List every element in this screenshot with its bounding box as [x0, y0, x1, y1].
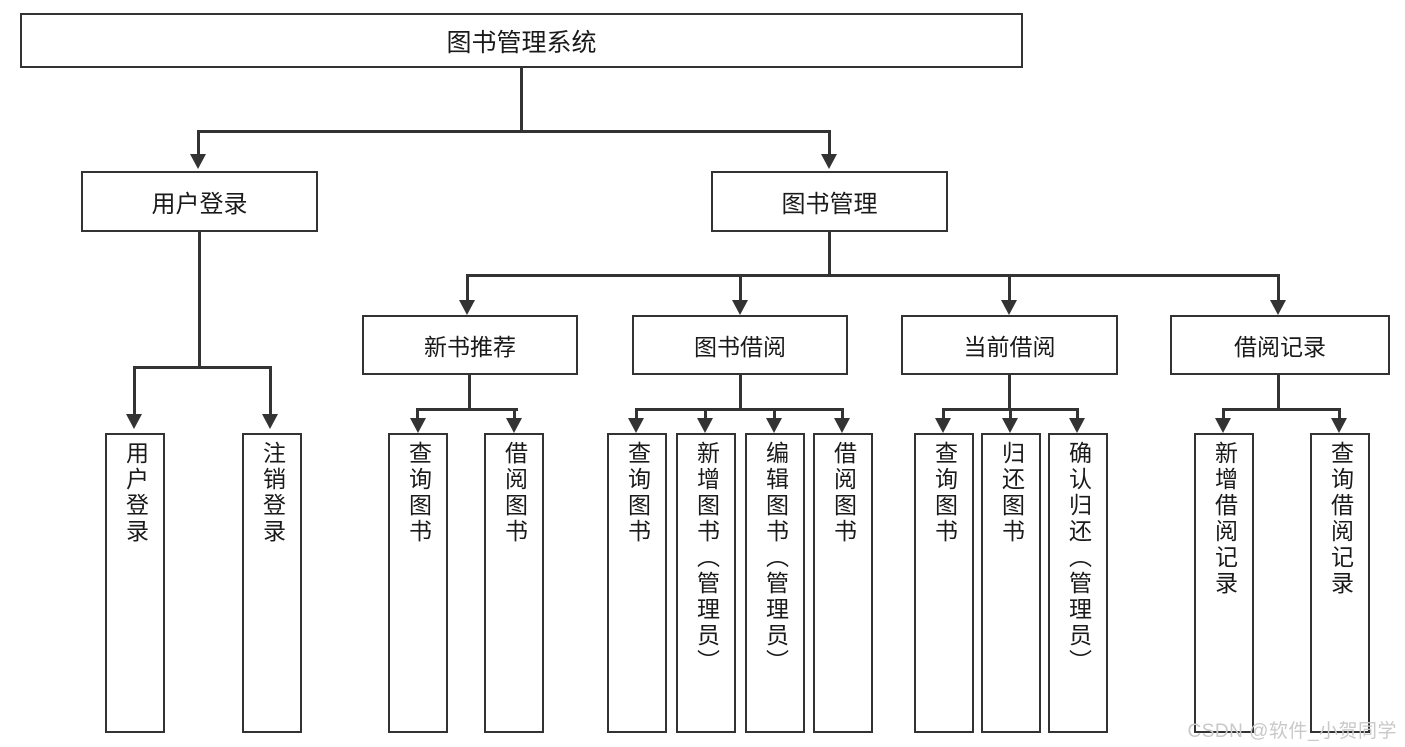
connector-book-borrow-bus — [635, 408, 843, 411]
node-label: 图书借阅 — [694, 334, 786, 360]
connector-root-bus — [197, 130, 831, 133]
arrow-root-to-book-management — [821, 154, 837, 169]
connector-root-to-user-login — [197, 130, 200, 156]
arrow-user-login-to-leaf-2 — [262, 414, 278, 429]
arrow-bb-to-leaf-1 — [628, 418, 644, 433]
arrow-root-to-user-login — [190, 154, 206, 169]
connector-bm-to-new-book — [466, 274, 469, 302]
connector-new-book-stem — [468, 375, 471, 408]
leaf-label: 借阅图书 — [830, 441, 857, 545]
connector-book-borrow-stem — [739, 375, 742, 408]
connector-user-login-bus — [133, 366, 271, 369]
arrow-bm-to-current-borrow — [1001, 300, 1017, 315]
connector-br-to-leaf-2 — [1338, 408, 1341, 420]
arrow-user-login-to-leaf-1 — [126, 414, 142, 429]
connector-user-login-to-leaf-2 — [269, 366, 272, 416]
connector-new-book-bus — [416, 408, 518, 411]
leaf-borrow-record-query-record[interactable]: 查询借阅记录 — [1310, 433, 1370, 733]
node-book-management[interactable]: 图书管理 — [711, 171, 948, 232]
leaf-current-borrow-return-books[interactable]: 归还图书 — [981, 433, 1041, 733]
leaf-label: 确认归还（管理员） — [1065, 441, 1092, 675]
leaf-label: 注销登录 — [259, 441, 286, 545]
arrow-bb-to-leaf-4 — [834, 418, 850, 433]
connector-new-book-to-leaf-1 — [416, 408, 419, 420]
node-borrow-record[interactable]: 借阅记录 — [1170, 315, 1390, 375]
node-label: 当前借阅 — [963, 334, 1056, 360]
leaf-logout[interactable]: 注销登录 — [242, 433, 302, 733]
leaf-label: 查询图书 — [624, 441, 651, 545]
connector-root-stem — [520, 68, 523, 130]
connector-bm-to-current-borrow — [1008, 274, 1011, 302]
leaf-label: 新增图书（管理员） — [693, 441, 720, 675]
connector-cb-to-leaf-3 — [1076, 408, 1079, 420]
node-book-borrow[interactable]: 图书借阅 — [632, 315, 848, 375]
connector-current-borrow-stem — [1008, 375, 1011, 408]
arrow-cb-to-leaf-2 — [1002, 418, 1018, 433]
connector-bb-to-leaf-4 — [841, 408, 844, 420]
node-root-book-management-system[interactable]: 图书管理系统 — [20, 13, 1023, 68]
leaf-label: 编辑图书（管理员） — [762, 441, 789, 675]
arrow-bb-to-leaf-2 — [697, 418, 713, 433]
connector-bb-to-leaf-1 — [635, 408, 638, 420]
arrow-cb-to-leaf-3 — [1069, 418, 1085, 433]
connector-cb-to-leaf-1 — [942, 408, 945, 420]
node-label: 新书推荐 — [424, 334, 516, 360]
arrow-bm-to-new-book — [459, 300, 475, 315]
leaf-new-book-query-books[interactable]: 查询图书 — [388, 433, 448, 733]
connector-br-to-leaf-1 — [1222, 408, 1225, 420]
connector-bm-to-borrow-record — [1277, 274, 1280, 302]
leaf-label: 借阅图书 — [501, 441, 528, 545]
connector-book-management-stem — [828, 232, 831, 274]
node-label: 图书管理系统 — [446, 28, 597, 57]
connector-bb-to-leaf-3 — [773, 408, 776, 420]
connector-bm-to-book-borrow — [739, 274, 742, 302]
node-user-login[interactable]: 用户登录 — [81, 171, 318, 232]
connector-user-login-stem — [198, 232, 201, 366]
connector-cb-to-leaf-2 — [1009, 408, 1012, 420]
connector-user-login-to-leaf-1 — [133, 366, 136, 416]
leaf-label: 查询借阅记录 — [1327, 441, 1354, 597]
leaf-user-login[interactable]: 用户登录 — [105, 433, 165, 733]
leaf-book-borrow-borrow-books[interactable]: 借阅图书 — [813, 433, 873, 733]
node-label: 图书管理 — [781, 191, 878, 218]
arrow-cb-to-leaf-1 — [935, 418, 951, 433]
leaf-book-borrow-add-book-admin[interactable]: 新增图书（管理员） — [676, 433, 736, 733]
connector-borrow-record-bus — [1222, 408, 1340, 411]
leaf-label: 查询图书 — [405, 441, 432, 545]
leaf-current-borrow-confirm-return-admin[interactable]: 确认归还（管理员） — [1048, 433, 1108, 733]
leaf-label: 用户登录 — [122, 441, 149, 545]
leaf-book-borrow-query-books[interactable]: 查询图书 — [607, 433, 667, 733]
leaf-new-book-borrow-books[interactable]: 借阅图书 — [484, 433, 544, 733]
arrow-bm-to-book-borrow — [732, 300, 748, 315]
node-label: 用户登录 — [151, 191, 248, 218]
node-label: 借阅记录 — [1234, 334, 1326, 360]
node-current-borrow[interactable]: 当前借阅 — [901, 315, 1118, 375]
csdn-watermark: CSDN @软件_小贺同学 — [1187, 721, 1397, 742]
leaf-label: 新增借阅记录 — [1211, 441, 1238, 597]
leaf-current-borrow-query-books[interactable]: 查询图书 — [914, 433, 974, 733]
connector-bb-to-leaf-2 — [704, 408, 707, 420]
leaf-borrow-record-add-record[interactable]: 新增借阅记录 — [1194, 433, 1254, 733]
arrow-bb-to-leaf-3 — [766, 418, 782, 433]
connector-book-management-bus — [466, 274, 1279, 277]
connector-borrow-record-stem — [1277, 375, 1280, 408]
connector-root-to-book-management — [828, 130, 831, 156]
arrow-new-book-to-leaf-1 — [410, 418, 426, 433]
arrow-new-book-to-leaf-2 — [506, 418, 522, 433]
leaf-label: 归还图书 — [998, 441, 1025, 545]
arrow-br-to-leaf-2 — [1331, 418, 1347, 433]
arrow-bm-to-borrow-record — [1270, 300, 1286, 315]
leaf-label: 查询图书 — [931, 441, 958, 545]
leaf-book-borrow-edit-book-admin[interactable]: 编辑图书（管理员） — [745, 433, 805, 733]
connector-new-book-to-leaf-2 — [513, 408, 516, 420]
arrow-br-to-leaf-1 — [1215, 418, 1231, 433]
node-new-book-recommend[interactable]: 新书推荐 — [362, 315, 578, 375]
